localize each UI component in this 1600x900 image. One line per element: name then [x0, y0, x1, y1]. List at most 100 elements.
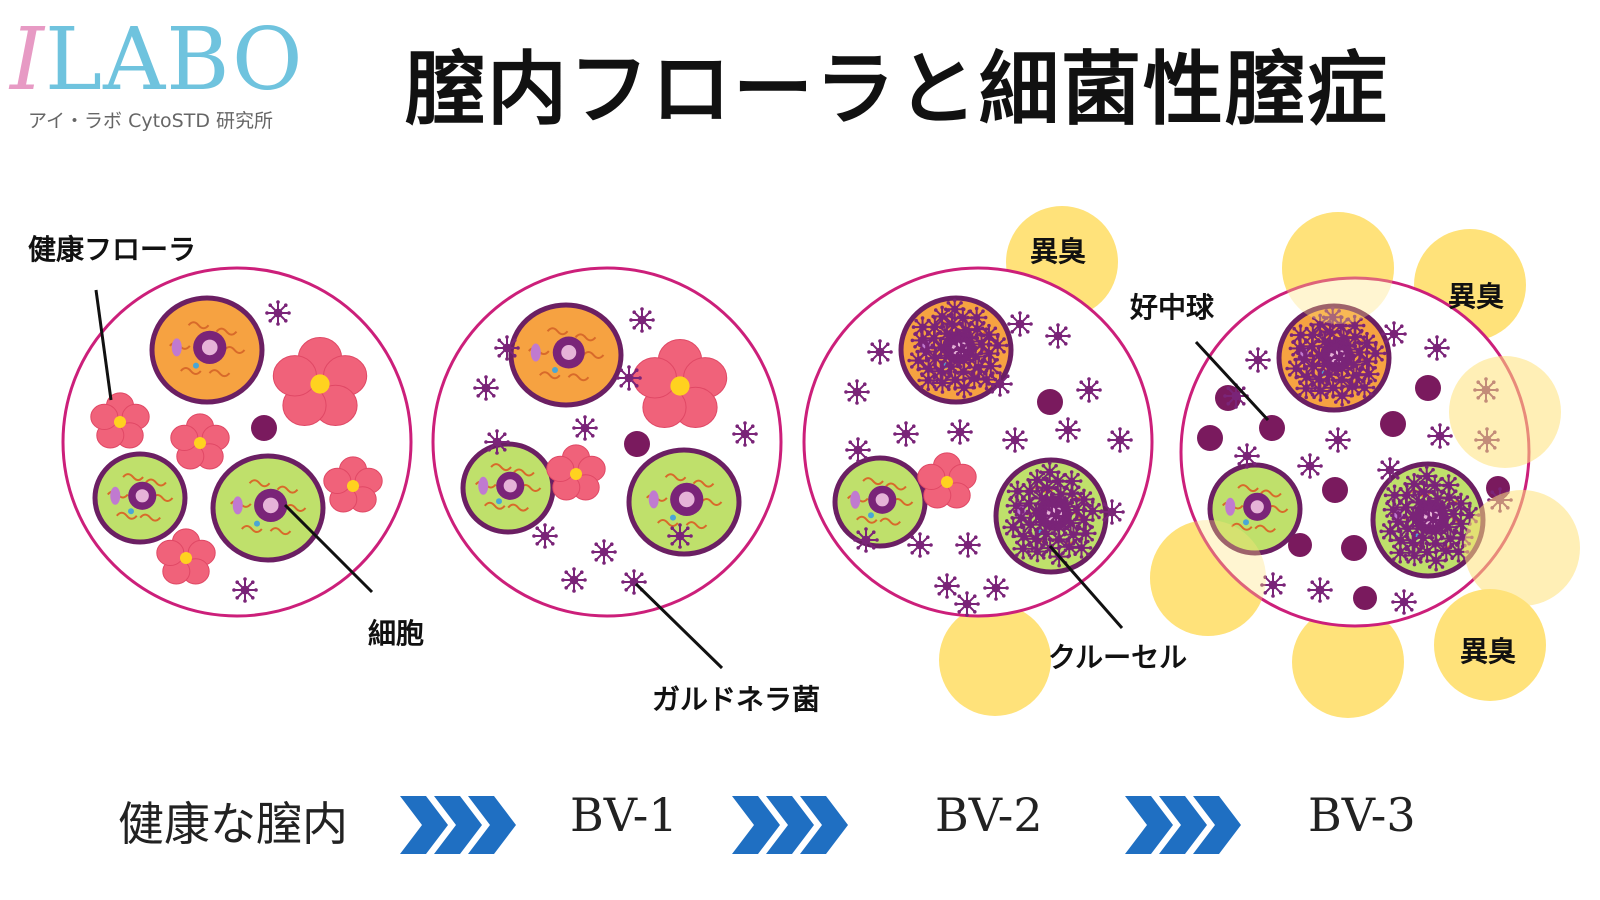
- gardnerella-bacterium: [1107, 427, 1133, 453]
- progress-arrows-2: [732, 796, 848, 854]
- gardnerella-bacterium: [907, 532, 933, 558]
- gardnerella-bacterium: [1389, 541, 1411, 564]
- chevron-icon: [800, 796, 848, 854]
- leader-line: [283, 503, 374, 594]
- gardnerella-bacterium: [561, 567, 587, 593]
- gardnerella-bacterium: [941, 312, 963, 335]
- gardnerella-bacterium: [1343, 314, 1366, 337]
- gardnerella-bacterium: [232, 577, 258, 603]
- label-cell: 細胞: [368, 617, 425, 650]
- gardnerella-bacterium: [1099, 499, 1125, 525]
- neutrophil: [1215, 385, 1241, 411]
- gardnerella-bacterium: [616, 365, 642, 391]
- neutrophil: [1197, 425, 1223, 451]
- gardnerella-bacterium: [947, 419, 973, 445]
- logo-wordmark: ILABO: [10, 12, 304, 108]
- neutrophil: [251, 415, 277, 441]
- chevron-icon: [766, 796, 814, 854]
- logo-subtitle: アイ・ラボ CytoSTD 研究所: [28, 110, 274, 132]
- flora-flower: [632, 338, 728, 429]
- flora-flower: [272, 336, 368, 427]
- gardnerella-bacterium: [1415, 465, 1438, 487]
- leader-line: [1194, 340, 1270, 422]
- chevron-icon: [468, 796, 516, 854]
- chevron-icon: [1159, 796, 1207, 854]
- stage-bv1: BV-1: [570, 788, 678, 842]
- gardnerella-bacterium: [572, 415, 598, 441]
- odor-cloud: [1449, 356, 1561, 468]
- gardnerella-bacterium: [1073, 488, 1095, 511]
- neutrophil: [1341, 535, 1367, 561]
- gardnerella-bacterium: [1234, 443, 1260, 469]
- odor-cloud: [1282, 212, 1394, 324]
- epithelial-cell-orange: [1276, 303, 1392, 413]
- stage-healthy: 健康な膣内: [118, 797, 348, 851]
- label-odor-3: 異臭: [1460, 635, 1517, 668]
- neutrophil: [1037, 389, 1063, 415]
- leader-lines: [94, 289, 1270, 670]
- epithelial-cell-green: [210, 453, 326, 563]
- odor-cloud: [1464, 490, 1580, 606]
- chevron-icon: [434, 796, 482, 854]
- label-odor-1: 異臭: [1030, 235, 1087, 268]
- gardnerella-bacterium: [1006, 480, 1029, 503]
- gardnerella-bacterium: [629, 307, 655, 333]
- odor-layer-front: [1150, 212, 1580, 636]
- gardnerella-bacterium: [1075, 522, 1097, 545]
- gardnerella-bacterium: [1062, 523, 1085, 546]
- gardnerella-bacterium: [1387, 510, 1409, 533]
- gardnerella-bacterium: [917, 369, 939, 392]
- clue-cell: [1370, 461, 1486, 579]
- label-neutrophil: 好中球: [1130, 291, 1215, 324]
- label-healthy-flora: 健康フローラ: [28, 233, 197, 266]
- gardnerella-bacterium: [954, 591, 980, 617]
- gardnerella-bacterium: [494, 335, 520, 361]
- gardnerella-bacterium: [484, 429, 510, 455]
- gardnerella-bacterium: [265, 300, 291, 326]
- gardnerella-bacterium: [1341, 375, 1364, 398]
- epithelial-cell-green: [92, 451, 188, 545]
- gardnerella-bacterium: [1007, 311, 1033, 337]
- gardnerella-bacterium: [1379, 520, 1401, 543]
- page-title: 膣内フローラと細菌性膣症: [405, 43, 1389, 136]
- gardnerella-bacterium: [532, 523, 558, 549]
- gardnerella-bacterium: [1403, 473, 1425, 495]
- sample-layer: [61, 266, 1531, 628]
- epithelial-cell-green: [626, 447, 742, 557]
- gardnerella-bacterium: [893, 421, 919, 447]
- label-gardnerella: ガルドネラ菌: [652, 683, 821, 716]
- gardnerella-bacterium: [1245, 347, 1271, 373]
- gardnerella-bacterium: [943, 298, 966, 321]
- gardnerella-bacterium: [1055, 417, 1081, 443]
- gardnerella-bacterium: [965, 306, 988, 329]
- gardnerella-bacterium: [1002, 516, 1024, 539]
- flora-flower: [170, 413, 230, 470]
- neutrophil: [1415, 375, 1441, 401]
- flora-flower: [917, 452, 977, 509]
- gardnerella-bacterium: [1038, 461, 1061, 483]
- gardnerella-bacterium: [1383, 484, 1406, 507]
- gardnerella-bacterium: [1012, 537, 1034, 560]
- gardnerella-bacterium: [1424, 335, 1450, 361]
- gardnerella-bacterium: [732, 421, 758, 447]
- gardnerella-bacterium: [1081, 500, 1104, 522]
- neutrophil: [624, 431, 650, 457]
- gardnerella-bacterium: [867, 339, 893, 365]
- gardnerella-bacterium: [1076, 377, 1102, 403]
- chevron-icon: [400, 796, 448, 854]
- neutrophil: [1380, 411, 1406, 437]
- gardnerella-bacterium: [1005, 494, 1028, 517]
- gardnerella-bacterium: [1425, 549, 1447, 572]
- gardnerella-bacterium: [1045, 323, 1071, 349]
- epithelial-cell-green: [832, 455, 928, 549]
- epithelial-cell-orange: [898, 295, 1014, 405]
- neutrophil: [1353, 586, 1377, 610]
- gardnerella-bacterium: [1427, 423, 1453, 449]
- epithelial-cell-orange: [149, 295, 265, 405]
- logo-letter-i: I: [10, 10, 45, 110]
- flora-flower: [156, 528, 216, 585]
- gardnerella-bacterium: [1356, 331, 1378, 354]
- gardnerella-bacterium: [1002, 427, 1028, 453]
- label-clue-cell: クルーセル: [1048, 641, 1188, 674]
- gardnerella-bacterium: [591, 539, 617, 565]
